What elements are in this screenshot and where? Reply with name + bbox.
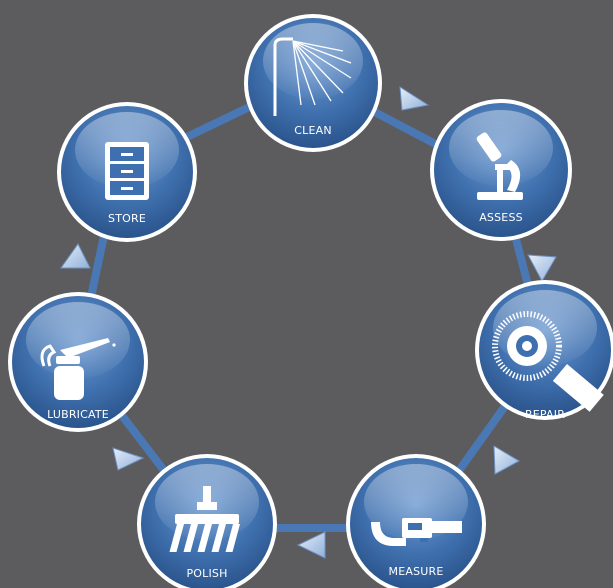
- shower-icon: [273, 37, 352, 116]
- arrow-assess-to-repair: [527, 254, 557, 283]
- flow-arrows: [60, 86, 557, 559]
- step-lubricate-label: LUBRICATE: [47, 408, 109, 421]
- polishing-brush-icon: [169, 486, 240, 552]
- micrometer-icon: [371, 518, 462, 546]
- arrow-polish-to-lubricate: [112, 447, 145, 471]
- step-store: STORE: [57, 102, 197, 242]
- wire-wheel-brush-icon: [492, 311, 604, 412]
- step-polish-label: POLISH: [186, 567, 227, 580]
- step-lubricate: LUBRICATE: [8, 292, 148, 432]
- arrow-measure-to-polish: [296, 531, 326, 559]
- oil-can-icon: [40, 338, 116, 400]
- step-clean-label: CLEAN: [294, 124, 332, 137]
- arrow-clean-to-assess: [399, 86, 430, 111]
- step-store-label: STORE: [108, 212, 146, 225]
- step-assess: ASSESS: [430, 99, 572, 241]
- arrow-repair-to-measure: [493, 445, 521, 475]
- step-repair-label: REPAIR: [525, 408, 565, 421]
- microscope-icon: [476, 132, 523, 200]
- storage-cabinet-icon: [105, 142, 149, 200]
- step-polish: POLISH: [137, 454, 277, 588]
- step-clean: CLEAN: [244, 14, 382, 152]
- step-repair: REPAIR: [475, 280, 613, 421]
- step-measure: MEASURE: [346, 454, 486, 588]
- step-assess-label: ASSESS: [479, 211, 523, 224]
- step-measure-label: MEASURE: [389, 565, 444, 578]
- arrow-lubricate-to-store: [60, 243, 91, 269]
